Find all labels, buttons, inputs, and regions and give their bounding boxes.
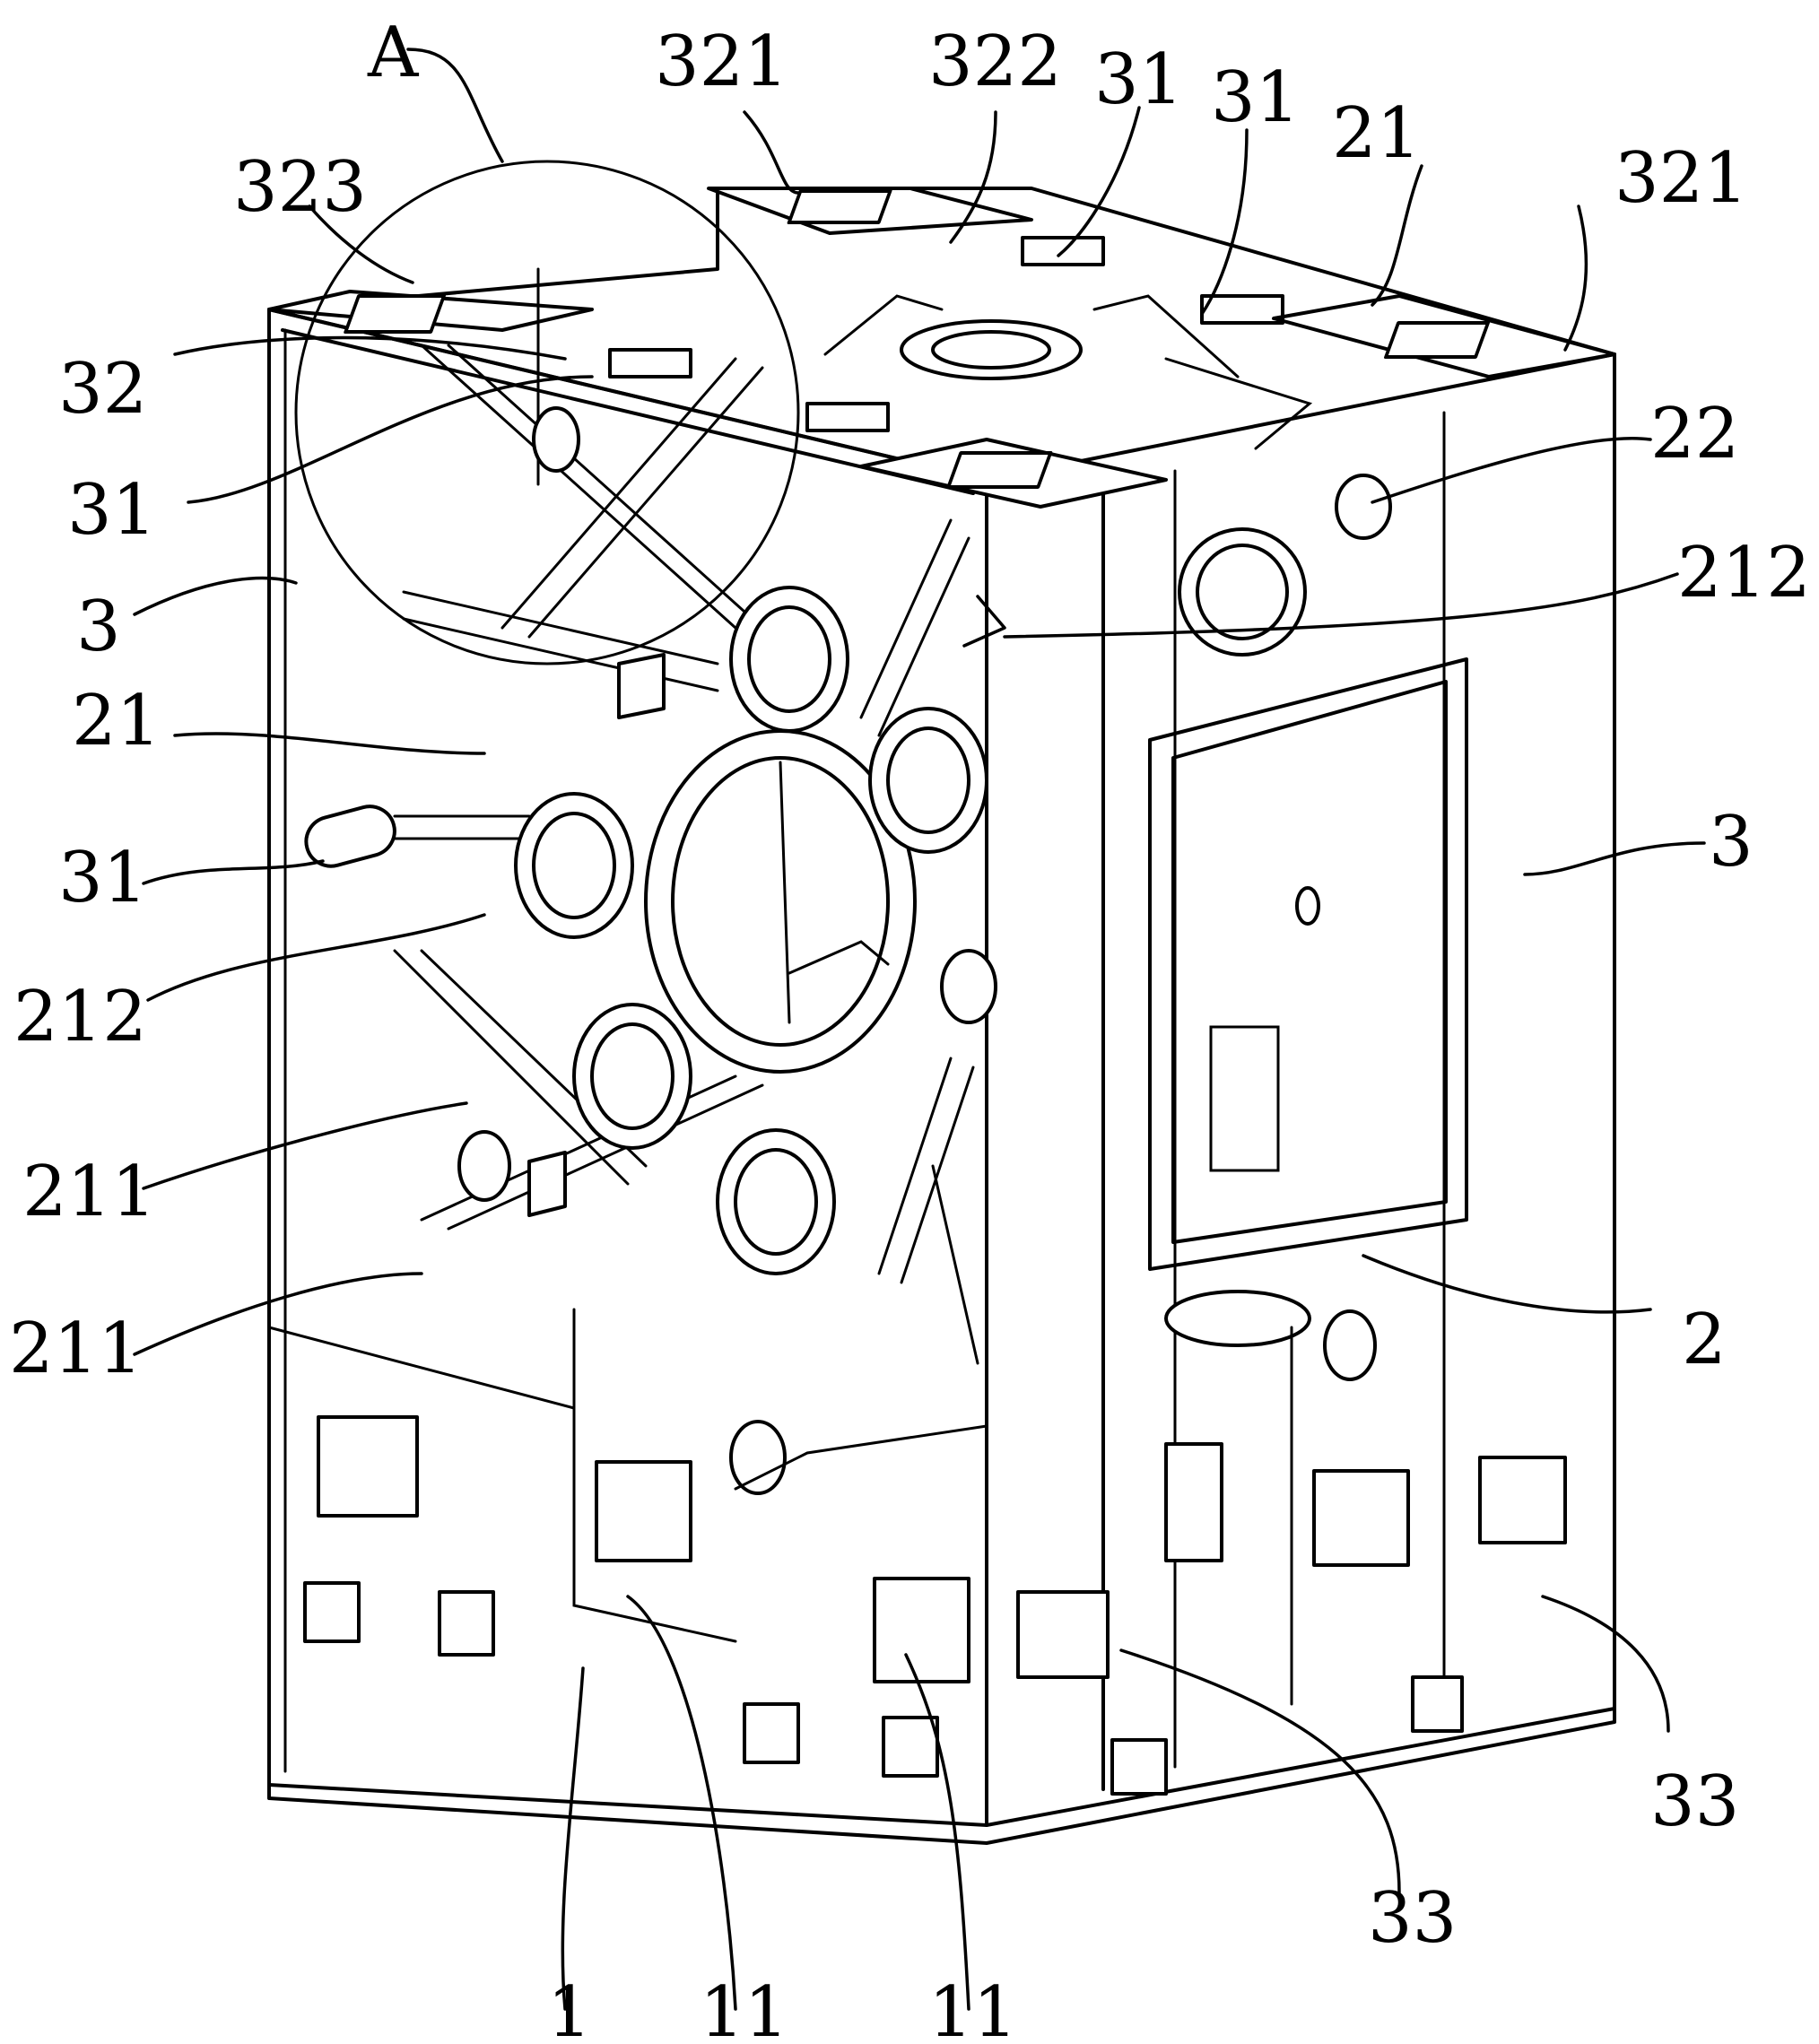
detail-circle-a bbox=[294, 160, 800, 665]
callout-21-left: 21 bbox=[72, 681, 161, 761]
callout-321-top-right: 321 bbox=[1614, 138, 1748, 219]
callout-11-left: 11 bbox=[700, 1972, 788, 2044]
base-openings bbox=[267, 1308, 1567, 1706]
callout-3-right: 3 bbox=[1709, 802, 1754, 883]
callout-33-right: 33 bbox=[1650, 1761, 1739, 1842]
callout-3-left: 3 bbox=[76, 587, 121, 667]
callout-31-top-b: 31 bbox=[1211, 57, 1300, 138]
callout-21-top: 21 bbox=[1332, 93, 1421, 174]
callout-2: 2 bbox=[1682, 1300, 1727, 1380]
callout-212-left: 212 bbox=[13, 977, 147, 1057]
callout-211-lower: 211 bbox=[9, 1309, 143, 1389]
callout-322: 322 bbox=[928, 22, 1062, 102]
callout-31-top-a: 31 bbox=[1094, 39, 1183, 120]
feet bbox=[303, 1581, 1464, 1796]
leader-lines bbox=[133, 48, 1706, 2011]
callout-22: 22 bbox=[1650, 394, 1739, 474]
callout-321-top-left: 321 bbox=[655, 22, 788, 102]
callout-211-upper: 211 bbox=[22, 1152, 156, 1232]
callout-labels: A 321 322 31 31 21 321 323 32 31 22 3 21… bbox=[9, 13, 1811, 2044]
callout-323: 323 bbox=[233, 147, 367, 228]
access-window bbox=[1148, 657, 1468, 1271]
callout-31-left-upper: 31 bbox=[67, 470, 156, 551]
flanges bbox=[304, 319, 1392, 1495]
callout-11-right: 11 bbox=[928, 1972, 1017, 2044]
callout-a: A bbox=[367, 13, 420, 93]
callout-212-right: 212 bbox=[1677, 533, 1811, 613]
callout-1: 1 bbox=[547, 1972, 592, 2044]
callout-33-mid: 33 bbox=[1368, 1878, 1457, 1959]
callout-32: 32 bbox=[58, 349, 147, 430]
callout-31-left-mid: 31 bbox=[58, 838, 147, 918]
